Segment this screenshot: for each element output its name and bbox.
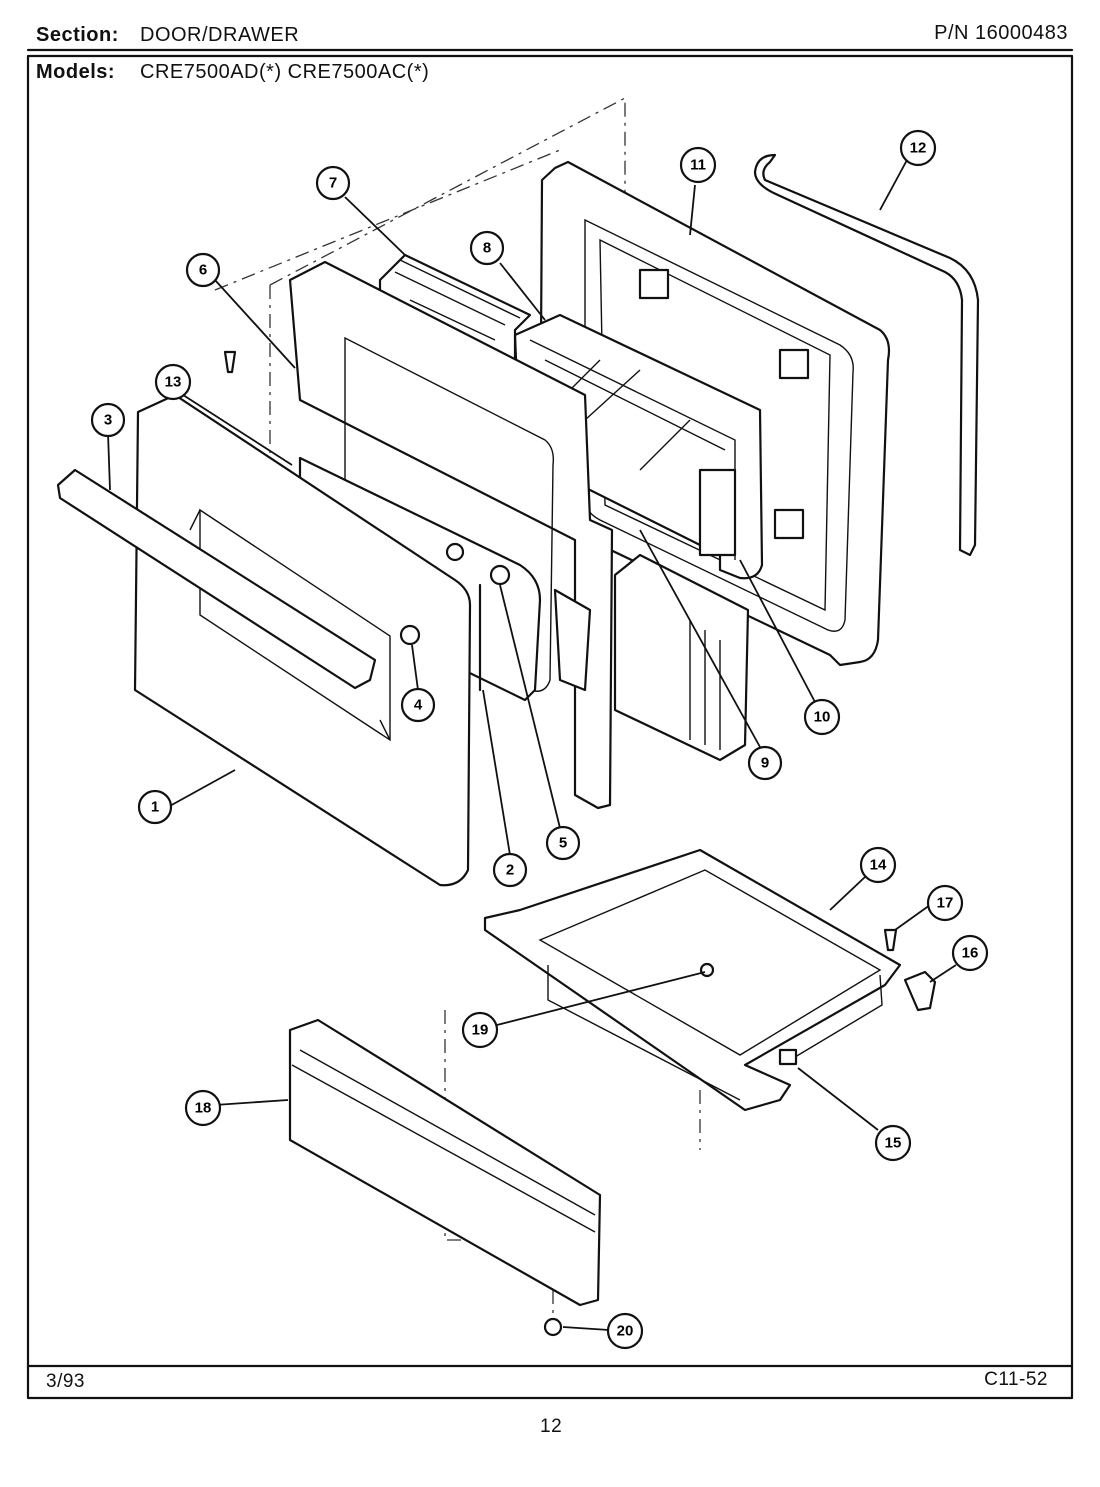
svg-text:7: 7 — [329, 175, 337, 192]
svg-text:16: 16 — [962, 945, 979, 962]
callout-16: 16 — [951, 934, 989, 972]
svg-text:5: 5 — [559, 835, 567, 852]
door-screw — [489, 564, 511, 586]
alignment-lines — [214, 96, 701, 1320]
drawer-screw — [883, 928, 898, 952]
svg-text:18: 18 — [195, 1100, 212, 1117]
section-value: DOOR/DRAWER — [140, 24, 300, 46]
callout-11: 11 — [679, 146, 717, 184]
drawer-clip — [903, 970, 937, 1012]
callout-10: 10 — [803, 698, 841, 736]
callout-18: 18 — [184, 1089, 222, 1127]
part-number: P/N 16000483 — [934, 22, 1068, 44]
callout-7: 7 — [315, 165, 351, 201]
footer-code: C11-52 — [984, 1369, 1048, 1390]
leader-lines — [107, 159, 957, 1331]
svg-text:8: 8 — [483, 240, 491, 257]
drawer-foot — [543, 1317, 563, 1337]
svg-text:20: 20 — [617, 1323, 634, 1340]
svg-text:14: 14 — [870, 857, 887, 874]
callout-17: 17 — [926, 884, 964, 922]
svg-text:9: 9 — [761, 755, 769, 772]
models-label: Models: — [36, 61, 116, 83]
callout-9: 9 — [747, 745, 783, 781]
svg-text:4: 4 — [414, 697, 423, 714]
window-glass-pack — [513, 313, 764, 580]
footer-date: 3/93 — [46, 1371, 85, 1392]
callout-20: 20 — [606, 1312, 644, 1350]
drawer-body — [483, 848, 902, 1112]
callout-1: 1 — [137, 789, 173, 825]
svg-text:2: 2 — [506, 862, 514, 879]
callout-15: 15 — [874, 1124, 912, 1162]
svg-text:1: 1 — [151, 799, 159, 816]
svg-text:11: 11 — [690, 157, 706, 174]
page-number: 12 — [540, 1416, 563, 1437]
svg-text:6: 6 — [199, 262, 207, 279]
diagram-frame — [26, 54, 1074, 1400]
drawer-front — [288, 1018, 602, 1307]
callout-19: 19 — [461, 1011, 499, 1049]
drawer-fastener — [699, 962, 715, 978]
callout-6: 6 — [185, 252, 221, 288]
svg-text:3: 3 — [104, 412, 112, 429]
models-value: CRE7500AD(*) CRE7500AC(*) — [140, 61, 430, 83]
door-handle — [56, 468, 377, 690]
door-screw-2 — [445, 542, 465, 562]
callout-5: 5 — [545, 825, 581, 861]
svg-text:15: 15 — [885, 1135, 902, 1152]
callout-12: 12 — [899, 129, 937, 167]
callout-14: 14 — [859, 846, 897, 884]
callout-8: 8 — [469, 230, 505, 266]
svg-text:12: 12 — [910, 140, 927, 157]
callout-13: 13 — [154, 363, 192, 401]
door-knob — [399, 624, 421, 646]
inner-door-panel — [288, 260, 614, 810]
callout-4: 4 — [400, 687, 436, 723]
svg-text:13: 13 — [165, 374, 182, 391]
callout-2: 2 — [492, 852, 528, 888]
door-gasket — [753, 153, 980, 557]
svg-text:10: 10 — [814, 709, 831, 726]
svg-text:17: 17 — [937, 895, 954, 912]
callout-3: 3 — [90, 402, 126, 438]
svg-text:19: 19 — [472, 1022, 489, 1039]
section-label: Section: — [36, 24, 119, 46]
door-top-screw — [223, 350, 237, 374]
